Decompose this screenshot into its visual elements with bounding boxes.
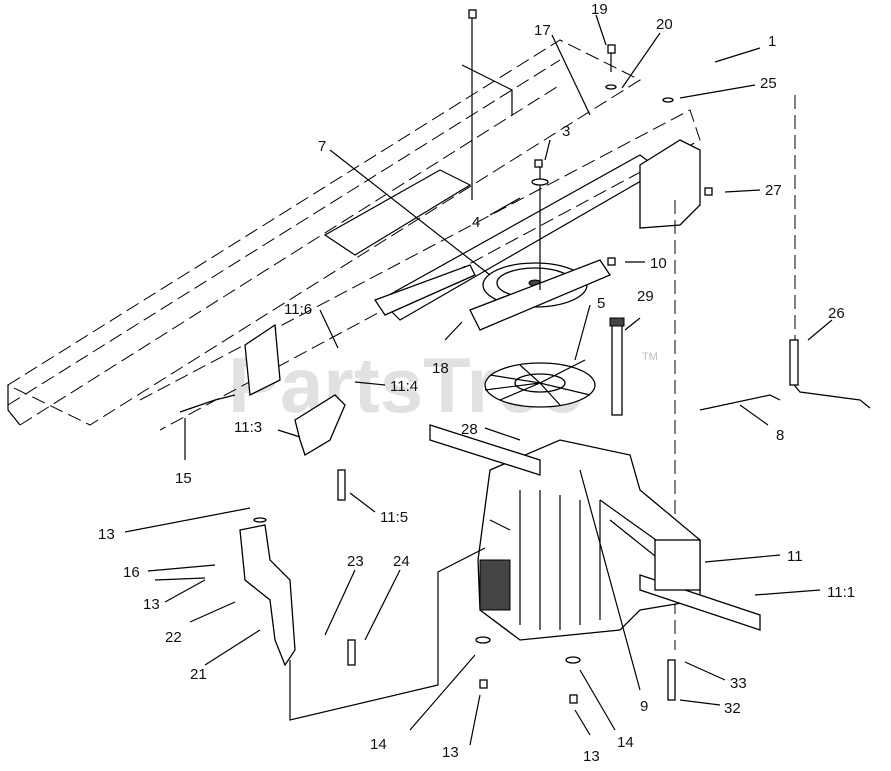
cooling-fan (484, 359, 596, 408)
belt-guide (374, 264, 476, 316)
callout-13-c: 13 (442, 744, 459, 761)
callout-22: 22 (165, 629, 182, 646)
callout-labels: 1 3 4 5 7 8 9 10 11 11:1 11:3 11:4 11:5 … (98, 1, 855, 765)
callout-1: 1 (768, 33, 776, 50)
group-bracket-21 (289, 547, 486, 721)
callout-23: 23 (347, 553, 364, 570)
callout-18: 18 (432, 360, 449, 377)
callout-28: 28 (461, 421, 478, 438)
callout-4: 4 (472, 214, 480, 231)
callout-11-3: 11:3 (234, 419, 262, 436)
transaxle (429, 424, 761, 641)
callout-25: 25 (760, 75, 777, 92)
callout-27: 27 (765, 182, 782, 199)
callout-8: 8 (776, 427, 784, 444)
callout-7: 7 (318, 138, 326, 155)
callout-13-d: 13 (583, 748, 600, 765)
callout-20: 20 (656, 16, 673, 33)
washer-3 (531, 178, 549, 186)
callout-19: 19 (591, 1, 608, 18)
callout-33: 33 (730, 675, 747, 692)
frame-rails (6, 39, 701, 431)
callout-17: 17 (534, 22, 551, 39)
spring-15 (179, 394, 236, 413)
mount-bracket (639, 139, 701, 229)
callout-3: 3 (562, 123, 570, 140)
callout-11-5: 11:5 (380, 509, 408, 526)
callout-29: 29 (637, 288, 654, 305)
watermark-tm: TM (642, 351, 658, 363)
control-rod (789, 379, 871, 409)
rod-29 (609, 317, 625, 416)
link-rod (699, 394, 781, 411)
callout-5: 5 (597, 295, 605, 312)
callout-14-b: 14 (617, 734, 634, 751)
callout-24: 24 (393, 553, 410, 570)
callout-26: 26 (828, 305, 845, 322)
callout-11-1: 11:1 (827, 584, 855, 601)
callout-9: 9 (640, 698, 648, 715)
leader-lines (124, 14, 833, 746)
callout-11: 11 (787, 548, 803, 565)
bracket-11-3 (294, 394, 346, 456)
fasteners (253, 9, 713, 704)
control-rod-post (789, 339, 799, 386)
callout-10: 10 (650, 255, 667, 272)
callout-11-4: 11:4 (390, 378, 418, 395)
drive-belt (469, 259, 611, 331)
bracket-21 (239, 524, 296, 667)
callout-13-a: 13 (98, 526, 115, 543)
callout-13-b: 13 (143, 596, 160, 613)
callout-11-6: 11:6 (284, 301, 312, 318)
callout-32: 32 (724, 700, 741, 717)
plate-11-6 (244, 323, 281, 397)
callout-21: 21 (190, 666, 207, 683)
callout-16: 16 (123, 564, 140, 581)
callout-14-a: 14 (370, 736, 387, 753)
callout-15: 15 (175, 470, 192, 487)
